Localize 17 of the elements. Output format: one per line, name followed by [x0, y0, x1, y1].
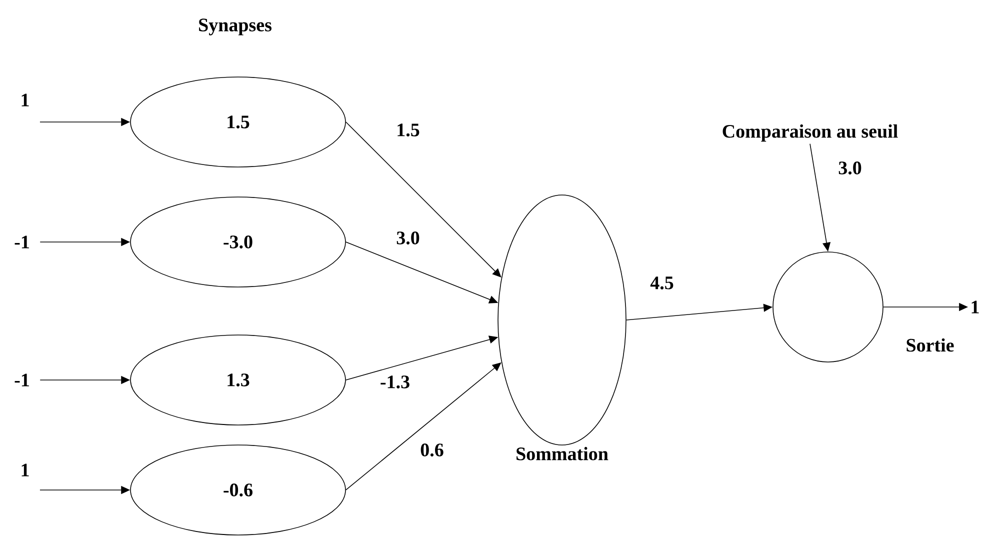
edge-label: 3.0	[837, 160, 863, 176]
input-value: -1	[14, 236, 29, 248]
edge-label: 0.6	[419, 442, 445, 458]
edge-label: 3.0	[395, 230, 421, 246]
threshold-circle	[772, 252, 884, 362]
node-label: Sommation	[516, 446, 608, 460]
input-value: 1	[22, 464, 29, 476]
input-value: 1	[22, 94, 29, 106]
edge-label: Sortie	[904, 337, 956, 353]
summation-ellipse	[498, 194, 626, 446]
edge-label: 1.5	[395, 122, 421, 138]
heading-label: Synapses	[199, 18, 272, 36]
output-value: 1	[972, 300, 979, 314]
input-value: -1	[14, 374, 29, 386]
edge-label: -1.3	[378, 374, 412, 390]
edge-label: 4.5	[649, 276, 675, 290]
heading-label: Comparaison au seuil	[722, 124, 898, 142]
